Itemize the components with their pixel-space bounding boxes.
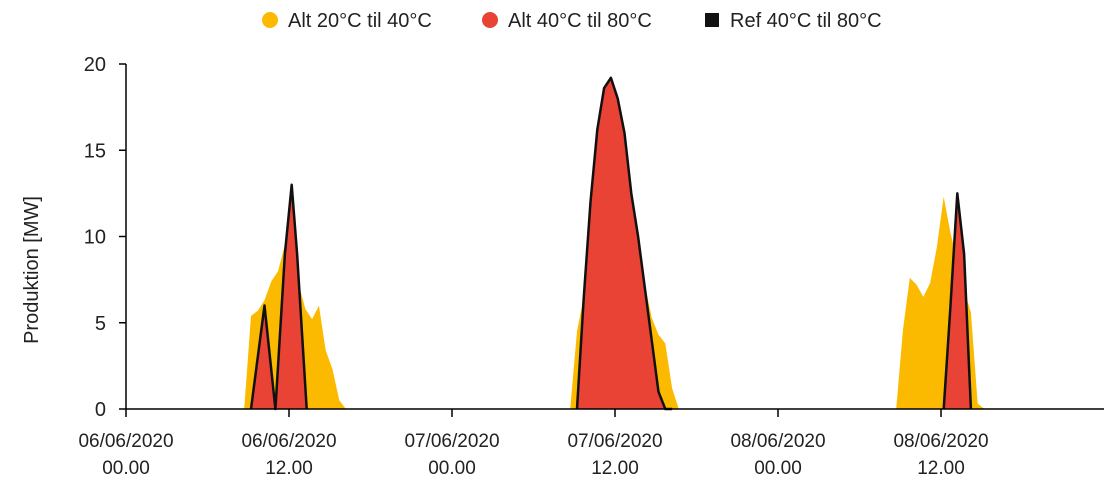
x-tick-label-time-4: 00.00 <box>754 458 802 479</box>
legend-marker-0 <box>262 12 278 28</box>
y-tick-label-10: 10 <box>84 227 106 249</box>
x-tick-label-time-5: 12.00 <box>917 458 965 479</box>
series-0-area-2 <box>896 196 992 409</box>
x-tick-label-date-2: 07/06/2020 <box>404 431 499 452</box>
y-tick-label-20: 20 <box>84 54 106 76</box>
series-2-line-0 <box>249 183 308 411</box>
x-tick-label-time-1: 12.00 <box>265 458 313 479</box>
plot-areas <box>244 77 992 410</box>
plot-lines <box>249 76 973 411</box>
x-tick-label-date-1: 06/06/2020 <box>241 431 336 452</box>
series-2-line-1 <box>575 76 673 411</box>
series-1-area-1 <box>577 77 673 410</box>
legend-marker-2 <box>705 13 719 27</box>
x-tick-label-date-4: 08/06/2020 <box>730 431 825 452</box>
y-tick-label-5: 5 <box>95 313 106 335</box>
legend-marker-1 <box>482 12 498 28</box>
series-1-area-0 <box>251 184 307 409</box>
x-tick-label-time-0: 00.00 <box>102 458 150 479</box>
legend-label-0: Alt 20°C til 40°C <box>288 10 432 32</box>
legend: Alt 20°C til 40°C Alt 40°C til 80°C Ref 40… <box>262 10 882 32</box>
series-1-area-2 <box>943 193 971 409</box>
x-tick-label-date-3: 07/06/2020 <box>567 431 662 452</box>
x-tick-label-date-0: 06/06/2020 <box>78 431 173 452</box>
legend-label-1: Alt 40°C til 80°C <box>508 10 652 32</box>
y-tick-label-15: 15 <box>84 140 106 162</box>
y-tick-label-0: 0 <box>95 399 106 421</box>
x-tick-label-date-5: 08/06/2020 <box>893 431 988 452</box>
x-tick-label-time-3: 12.00 <box>591 458 639 479</box>
legend-label-2: Ref 40°C til 80°C <box>730 10 882 32</box>
x-tick-label-time-2: 00.00 <box>428 458 476 479</box>
y-axis-label: Produktion [MW] <box>21 196 43 344</box>
axes: 0 5 10 15 20 06/06/2020 00.00 06/06/2020 12.00 07… <box>78 54 1104 479</box>
series-2-line-2 <box>942 192 973 410</box>
